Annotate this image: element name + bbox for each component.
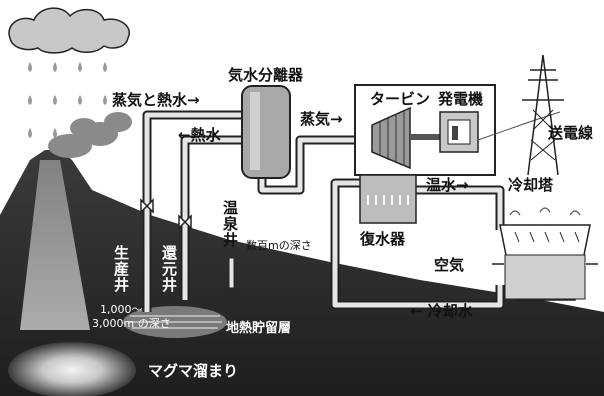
- label-depth-line2: 3,000m の深さ: [92, 317, 171, 330]
- label-depth-hundreds-m: 数百mの深さ: [246, 239, 312, 252]
- raindrops: [28, 62, 107, 138]
- label-reservoir: 地熱貯留層: [226, 321, 292, 336]
- generator: [439, 111, 479, 153]
- label-condenser: 復水器: [360, 230, 406, 248]
- label-magma: マグマ溜まり: [148, 362, 239, 380]
- label-turbine: タービン: [370, 90, 431, 108]
- turbine: [371, 106, 444, 170]
- label-transmission-line: 送電線: [548, 124, 594, 142]
- label-cooling-tower: 冷却塔: [508, 176, 554, 194]
- rain-cloud: [8, 7, 131, 54]
- label-steam: 蒸気→: [300, 110, 343, 128]
- separator-tank: [241, 85, 291, 179]
- label-depth-line1: 1,000〜: [100, 303, 143, 316]
- label-air: 空気: [434, 256, 465, 274]
- label-steam-and-hot-water: 蒸気と熱水→: [112, 91, 200, 109]
- transmission-line: [477, 54, 564, 176]
- label-reinjection-well: 還元井: [160, 245, 178, 293]
- label-hot-spring-well: 温泉井: [221, 200, 239, 248]
- hot-spring-well: [228, 257, 235, 289]
- label-generator: 発電機: [438, 90, 484, 108]
- label-hot-water: ←熱水: [178, 126, 221, 144]
- geothermal-reservoir: [123, 306, 227, 338]
- cooling-tower: [492, 207, 598, 301]
- magma-chamber: [8, 160, 136, 396]
- volcano-smoke: [48, 112, 132, 158]
- label-cooling-water: ← 冷却水: [410, 302, 473, 320]
- pipes: [142, 110, 505, 312]
- label-production-well: 生産井: [112, 245, 130, 293]
- label-warm-water: 温水→: [426, 176, 469, 194]
- label-separator: 気水分離器: [228, 66, 304, 84]
- valves: [140, 198, 192, 230]
- condenser: [359, 174, 417, 224]
